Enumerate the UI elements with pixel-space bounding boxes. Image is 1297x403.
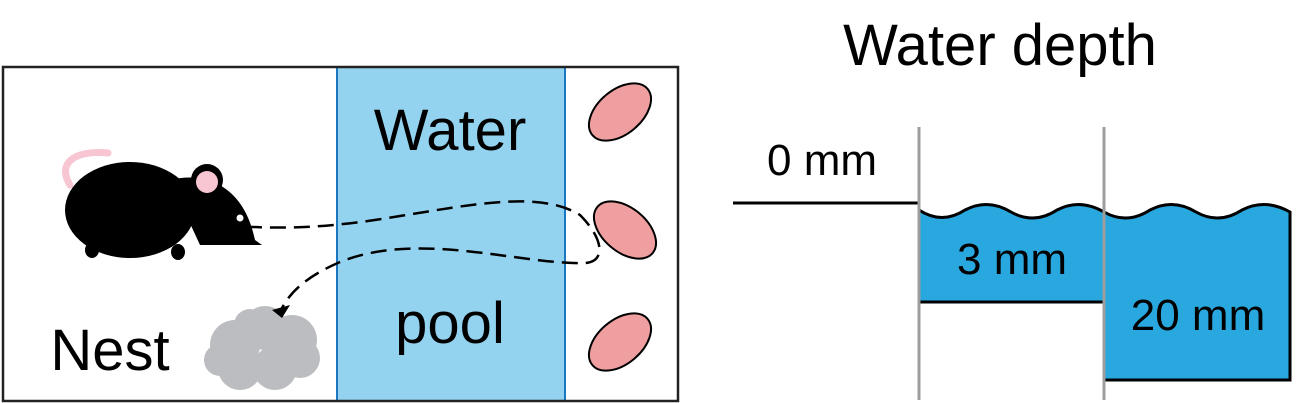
nest-label: Nest — [50, 318, 169, 383]
water-20mm — [1102, 203, 1292, 382]
depth-label-20mm: 20 mm — [1131, 291, 1265, 340]
mouse-icon — [62, 148, 262, 260]
nest-icon — [204, 306, 320, 390]
water-pool — [337, 67, 565, 401]
pup-icon — [588, 312, 652, 372]
depth-label-3mm: 3 mm — [957, 235, 1067, 284]
pup-icon — [593, 200, 657, 260]
depth-label-0mm: 0 mm — [767, 136, 877, 185]
pup-icon — [588, 82, 652, 142]
arena: Water pool Nest — [1, 65, 680, 403]
arena-border — [1, 65, 680, 403]
water-3mm — [917, 203, 1106, 304]
pool-label-bottom: pool — [395, 291, 505, 356]
pool-label-top: Water — [374, 98, 527, 163]
water-depth-panel: Water depth 0 mm 3 mm 20 mm — [733, 13, 1292, 400]
depth-title: Water depth — [843, 13, 1157, 78]
arrowhead-icon — [272, 305, 290, 318]
mouse-path-dashed — [221, 200, 601, 313]
